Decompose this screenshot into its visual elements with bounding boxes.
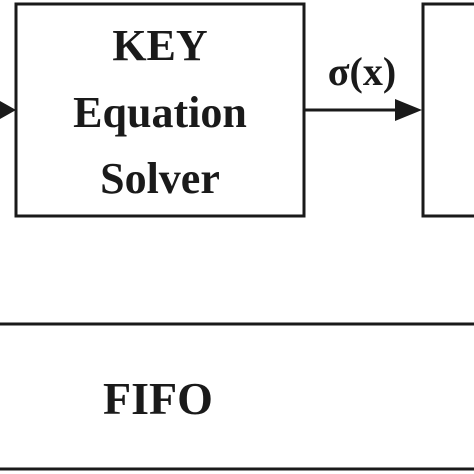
fifo-label: FIFO xyxy=(103,373,213,424)
solver-block-border xyxy=(14,2,306,218)
input-arrow xyxy=(0,101,16,119)
key-equation-solver-block: KEY Equation Solver xyxy=(14,2,306,218)
sigma-label: σ(x) xyxy=(328,49,396,94)
solver-label-line1: KEY xyxy=(112,21,207,70)
next-block xyxy=(421,2,474,218)
solver-label-line2: Equation xyxy=(73,88,247,137)
solver-label-line3: Solver xyxy=(100,154,220,203)
sigma-arrow xyxy=(304,99,422,121)
fifo-block: FIFO xyxy=(0,322,474,471)
